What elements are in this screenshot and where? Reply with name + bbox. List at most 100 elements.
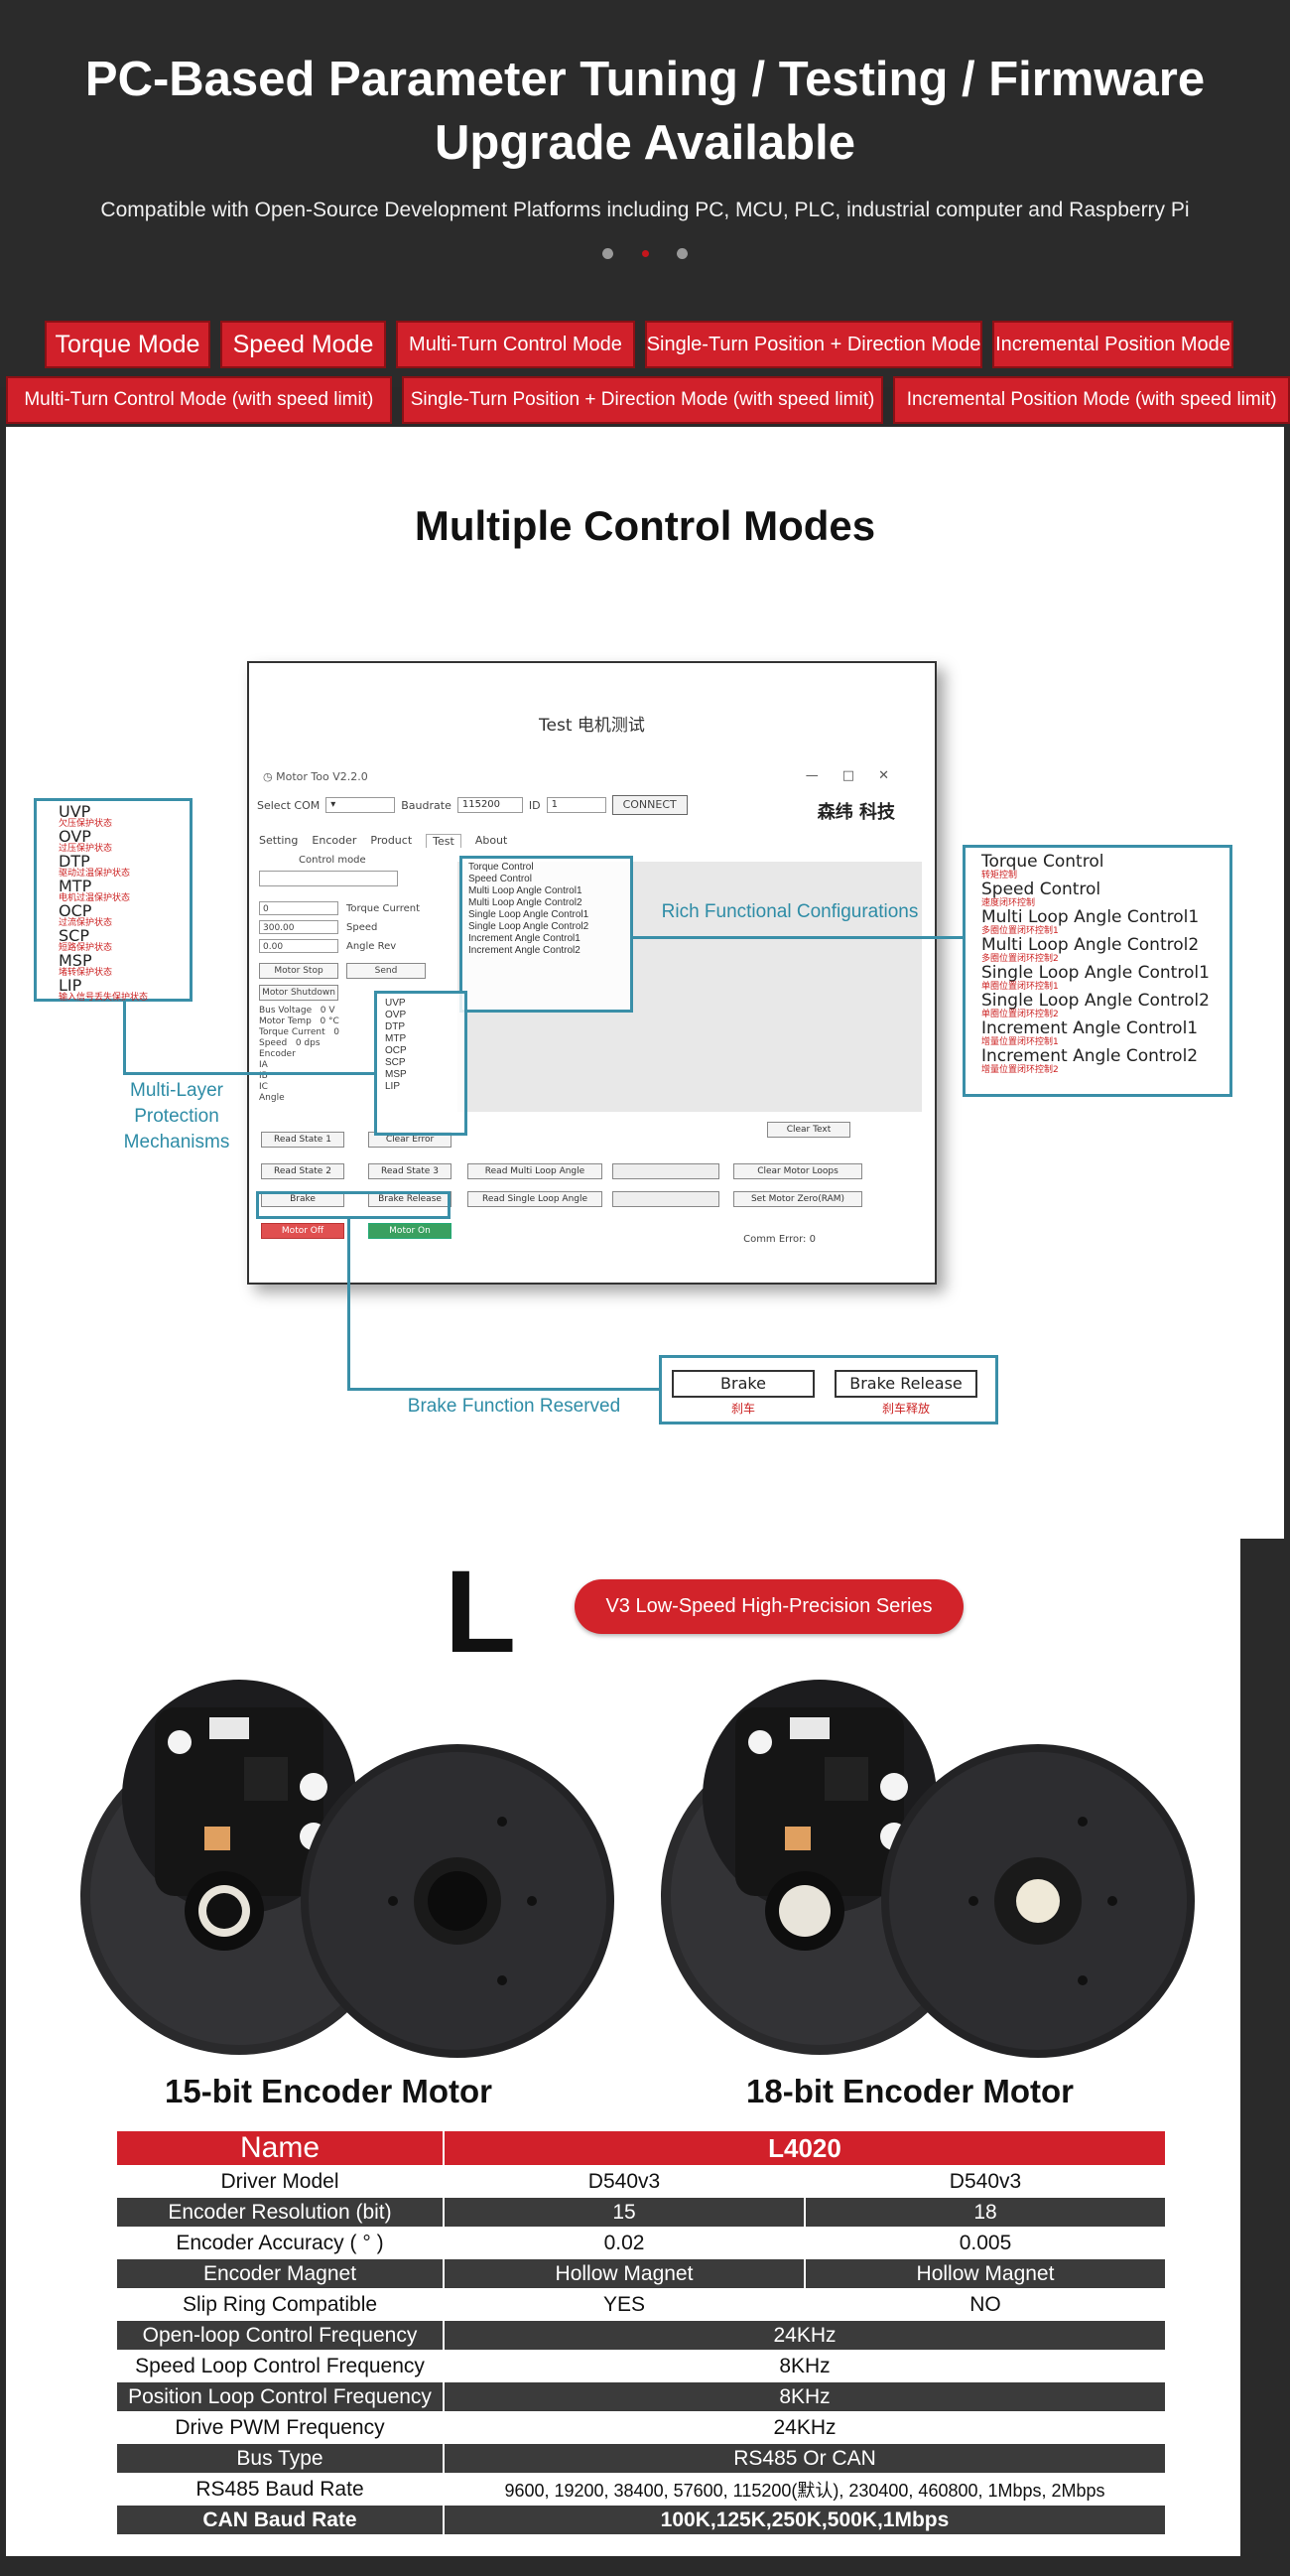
carousel-dot-2[interactable] (641, 250, 649, 257)
control-list-highlight: Torque Control Speed Control Multi Loop … (459, 856, 633, 1013)
speed-label: Speed (346, 922, 378, 933)
read-state-2-button[interactable]: Read State 2 (261, 1163, 344, 1179)
connector-protection-v (123, 1002, 126, 1074)
mini-control-item: Increment Angle Control2 (468, 945, 580, 956)
brake-button[interactable]: Brake (672, 1370, 815, 1398)
table-row: Slip Ring Compatible YES NO (115, 2288, 1167, 2321)
mode-tabs-row-1: Torque Mode Speed Mode Multi-Turn Contro… (0, 321, 1290, 368)
mini-control-item: Multi Loop Angle Control2 (468, 897, 582, 908)
spec-name: Open-loop Control Frequency (115, 2319, 445, 2352)
tab-single-turn-speed-limit[interactable]: Single-Turn Position + Direction Mode (w… (401, 376, 884, 424)
maximize-icon[interactable]: □ (841, 768, 879, 783)
status-angle: Angle (259, 1093, 285, 1103)
control-item-torque: Torque Control (981, 852, 1104, 872)
protection-item-dtp: DTP (59, 852, 90, 871)
rev-label: Rev (377, 941, 397, 952)
spec-name: Bus Type (115, 2442, 445, 2475)
motor-on-button[interactable]: Motor On (368, 1223, 452, 1239)
tab-product[interactable]: Product (370, 834, 413, 847)
set-motor-zero-button[interactable]: Set Motor Zero(RAM) (733, 1191, 862, 1207)
id-stepper[interactable]: 1 (546, 797, 606, 813)
control-sub: 单圈位置闭环控制2 (981, 1010, 1059, 1019)
read-state-3-button[interactable]: Read State 3 (368, 1163, 452, 1179)
command-buttons: Read State 1 Clear Error Clear Text Read… (257, 1122, 932, 1271)
clear-text-button[interactable]: Clear Text (767, 1122, 850, 1138)
spec-value-15bit: YES (443, 2288, 806, 2321)
control-mode-label: Control mode (299, 855, 366, 866)
control-sub: 单圈位置闭环控制1 (981, 982, 1059, 992)
control-item-multi-loop-2: Multi Loop Angle Control2 (981, 935, 1200, 955)
control-sub: 增量位置闭环控制1 (981, 1037, 1059, 1047)
control-modes-title: Multiple Control Modes (414, 502, 876, 549)
control-mode-select[interactable] (259, 871, 398, 886)
clear-motor-loops-button[interactable]: Clear Motor Loops (733, 1163, 862, 1179)
tab-setting[interactable]: Setting (259, 834, 299, 847)
table-row: Encoder Magnet Hollow Magnet Hollow Magn… (115, 2257, 1167, 2290)
baudrate-label: Baudrate (401, 798, 452, 812)
baudrate-select[interactable]: 115200 (456, 797, 523, 813)
spec-header-model: L4020 (443, 2129, 1167, 2167)
carousel-dot-1[interactable] (602, 248, 614, 259)
table-row: Open-loop Control Frequency 24KHz (115, 2319, 1167, 2352)
status-bus-voltage: Bus Voltage 0 V (259, 1006, 335, 1016)
control-sub: 速度闭环控制 (981, 898, 1036, 908)
motor-15bit-image (80, 1680, 614, 2058)
motor-stop-button[interactable]: Motor Stop (259, 963, 338, 979)
mini-protection-item: MTP (385, 1033, 407, 1044)
series-letter: L (445, 1547, 517, 1678)
control-sub: 增量位置闭环控制2 (981, 1065, 1059, 1075)
control-sub: 多圈位置闭环控制1 (981, 926, 1059, 936)
control-sub: 多圈位置闭环控制2 (981, 954, 1059, 964)
table-row: Bus Type RS485 Or CAN (115, 2442, 1167, 2475)
motor-off-button[interactable]: Motor Off (261, 1223, 344, 1239)
table-row: CAN Baud Rate 100K,125K,250K,500K,1Mbps (115, 2504, 1167, 2536)
read-single-loop-button[interactable]: Read Single Loop Angle (467, 1191, 602, 1207)
com-select[interactable]: ▾ (325, 797, 396, 813)
speed-input[interactable]: 300.00 (259, 920, 338, 934)
send-button[interactable]: Send (346, 963, 426, 979)
tab-torque-mode[interactable]: Torque Mode (45, 321, 210, 368)
connect-button[interactable]: CONNECT (611, 795, 688, 815)
tab-speed-mode[interactable]: Speed Mode (220, 321, 386, 368)
brand-logo: 森纬 科技 (817, 802, 895, 823)
tab-test[interactable]: Test (426, 834, 461, 848)
tab-about[interactable]: About (474, 834, 508, 847)
brake-sub: 刹车 (730, 1402, 755, 1416)
spec-value-15bit: 15 (443, 2196, 806, 2229)
protection-sub: 输入信号丢失保护状态 (59, 993, 149, 1003)
angle-input[interactable]: 0.00 (259, 939, 338, 953)
spec-value-18bit: D540v3 (804, 2165, 1167, 2198)
close-icon[interactable]: ✕ (878, 768, 913, 783)
carousel-dot-3[interactable] (676, 248, 688, 259)
spec-header-row: Name L4020 (115, 2129, 1167, 2167)
motor-images (80, 1680, 1195, 2058)
spec-value-15bit: Hollow Magnet (443, 2257, 806, 2290)
mini-control-item: Increment Angle Control1 (468, 933, 580, 944)
connector-brake-v (347, 1219, 350, 1390)
protection-sub: 堵转保护状态 (59, 968, 113, 978)
tab-single-turn-position-direction-mode[interactable]: Single-Turn Position + Direction Mode (645, 321, 982, 368)
table-row: Speed Loop Control Frequency 8KHz (115, 2350, 1167, 2382)
window-tabs: Setting Encoder Product Test About (259, 834, 507, 848)
mode-tabs-row-2: Multi-Turn Control Mode (with speed limi… (0, 376, 1290, 424)
mini-control-item: Single Loop Angle Control1 (468, 909, 589, 920)
mini-protection-item: SCP (385, 1057, 406, 1068)
spec-value-18bit: Hollow Magnet (804, 2257, 1167, 2290)
connector-protection-h (123, 1072, 374, 1075)
status-ib: IB (259, 1071, 268, 1081)
tab-incremental-position-mode[interactable]: Incremental Position Mode (992, 321, 1233, 368)
read-multi-loop-button[interactable]: Read Multi Loop Angle (467, 1163, 602, 1179)
control-item-speed: Speed Control (981, 880, 1101, 899)
motor-shutdown-button[interactable]: Motor Shutdown (259, 985, 338, 1001)
annotation-brake: Brake Function Reserved (407, 1396, 621, 1417)
minimize-icon[interactable]: — (805, 768, 842, 783)
spec-header-name: Name (115, 2129, 445, 2167)
brake-release-button[interactable]: Brake Release (835, 1370, 977, 1398)
read-state-1-button[interactable]: Read State 1 (261, 1132, 344, 1148)
tab-incremental-speed-limit[interactable]: Incremental Position Mode (with speed li… (893, 376, 1290, 424)
torque-input[interactable]: 0 (259, 901, 338, 915)
tab-multi-turn-speed-limit[interactable]: Multi-Turn Control Mode (with speed limi… (6, 376, 392, 424)
tab-encoder[interactable]: Encoder (312, 834, 357, 847)
control-item-multi-loop-1: Multi Loop Angle Control1 (981, 907, 1200, 927)
tab-multi-turn-control-mode[interactable]: Multi-Turn Control Mode (396, 321, 635, 368)
